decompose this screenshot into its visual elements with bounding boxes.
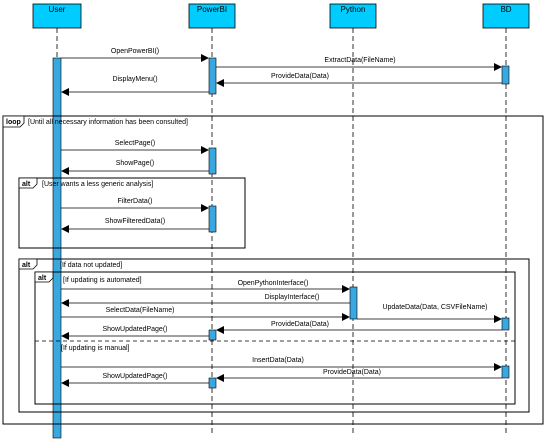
participant-python-label: Python <box>341 5 366 14</box>
message-extract-data-label: ExtractData(FileName) <box>324 57 395 64</box>
message-open-python-interface-label: OpenPythonInterface() <box>238 280 309 287</box>
frame-alt-update-guard: [If data not updated] <box>60 262 122 269</box>
message-filter-data: FilterData() <box>61 198 209 212</box>
message-show-page-label: ShowPage() <box>116 160 155 167</box>
participant-python: Python <box>329 3 377 29</box>
message-show-updated-page-2-label: ShowUpdatedPage() <box>103 373 168 380</box>
frame-alt-auto-else-guard: [If updating is manual] <box>61 345 130 352</box>
activation-powerbi-3 <box>208 205 217 233</box>
message-open-powerbi-label: OpenPowerBI() <box>111 48 159 55</box>
message-provide-data-3-label: ProvideData(Data) <box>323 369 381 376</box>
frame-loop: loop [Until all necessary information ha… <box>2 115 544 425</box>
message-select-page-label: SelectPage() <box>115 140 155 147</box>
message-provide-data-3: ProvideData(Data) <box>216 369 502 382</box>
participant-powerbi: PowerBI <box>188 3 236 29</box>
message-provide-data-2: ProvideData(Data) <box>216 321 502 334</box>
message-show-page: ShowPage() <box>61 160 209 175</box>
frame-alt-update-tag: alt <box>22 262 31 269</box>
message-display-menu: DisplayMenu() <box>61 76 209 96</box>
frame-alt-update: alt [If data not updated] <box>18 258 530 413</box>
activation-powerbi-4 <box>208 329 217 341</box>
participant-bd: BD <box>482 3 530 29</box>
activation-powerbi-2 <box>208 147 217 175</box>
message-insert-data: InsertData(Data) <box>61 357 502 371</box>
activation-bd-3 <box>501 365 510 379</box>
frame-alt-filter: alt [User wants a less generic analysis] <box>18 177 246 249</box>
participant-powerbi-label: PowerBI <box>197 5 227 14</box>
activation-bd-1 <box>501 65 510 85</box>
frame-alt-auto-tag: alt <box>38 275 47 282</box>
message-open-powerbi: OpenPowerBI() <box>61 48 209 62</box>
frame-alt-filter-tag: alt <box>22 181 31 188</box>
message-select-data-label: SelectData(FileName) <box>106 307 175 314</box>
message-update-data: UpdateData(Data, CSVFileName) <box>357 304 502 323</box>
message-provide-data-1-label: ProvideData(Data) <box>271 73 329 80</box>
activation-powerbi-5 <box>208 377 217 389</box>
message-open-python-interface: OpenPythonInterface() <box>61 280 350 293</box>
activation-python <box>349 286 358 320</box>
participant-user-label: User <box>49 5 66 14</box>
message-display-menu-label: DisplayMenu() <box>112 76 157 83</box>
frame-loop-tag: loop <box>6 119 21 126</box>
message-display-interface: DisplayInterface() <box>61 294 350 307</box>
message-show-updated-page-2: ShowUpdatedPage() <box>61 373 209 387</box>
message-select-page: SelectPage() <box>61 140 209 154</box>
participant-user: User <box>32 3 82 29</box>
message-provide-data-1: ProvideData(Data) <box>216 73 502 87</box>
message-select-data: SelectData(FileName) <box>61 307 350 321</box>
message-display-interface-label: DisplayInterface() <box>265 294 320 301</box>
message-show-filtered-data: ShowFilteredData() <box>61 218 209 233</box>
message-insert-data-label: InsertData(Data) <box>252 357 304 364</box>
frame-alt-auto-guard: [If updating is automated] <box>63 277 142 284</box>
frame-alt-auto: alt [If updating is automated] [If updat… <box>34 271 516 405</box>
frame-loop-guard: [Until all necessary information has bee… <box>28 119 188 126</box>
message-show-filtered-data-label: ShowFilteredData() <box>105 218 165 225</box>
message-extract-data: ExtractData(FileName) <box>216 57 502 71</box>
message-show-updated-page-1: ShowUpdatedPage() <box>61 326 209 340</box>
participant-bd-label: BD <box>500 5 511 14</box>
activation-bd-2 <box>501 317 510 331</box>
frame-alt-filter-guard: [User wants a less generic analysis] <box>42 181 153 188</box>
activation-powerbi-1 <box>208 57 217 95</box>
message-show-updated-page-1-label: ShowUpdatedPage() <box>103 326 168 333</box>
message-update-data-label: UpdateData(Data, CSVFileName) <box>382 304 487 311</box>
message-filter-data-label: FilterData() <box>117 198 152 205</box>
message-provide-data-2-label: ProvideData(Data) <box>271 321 329 328</box>
